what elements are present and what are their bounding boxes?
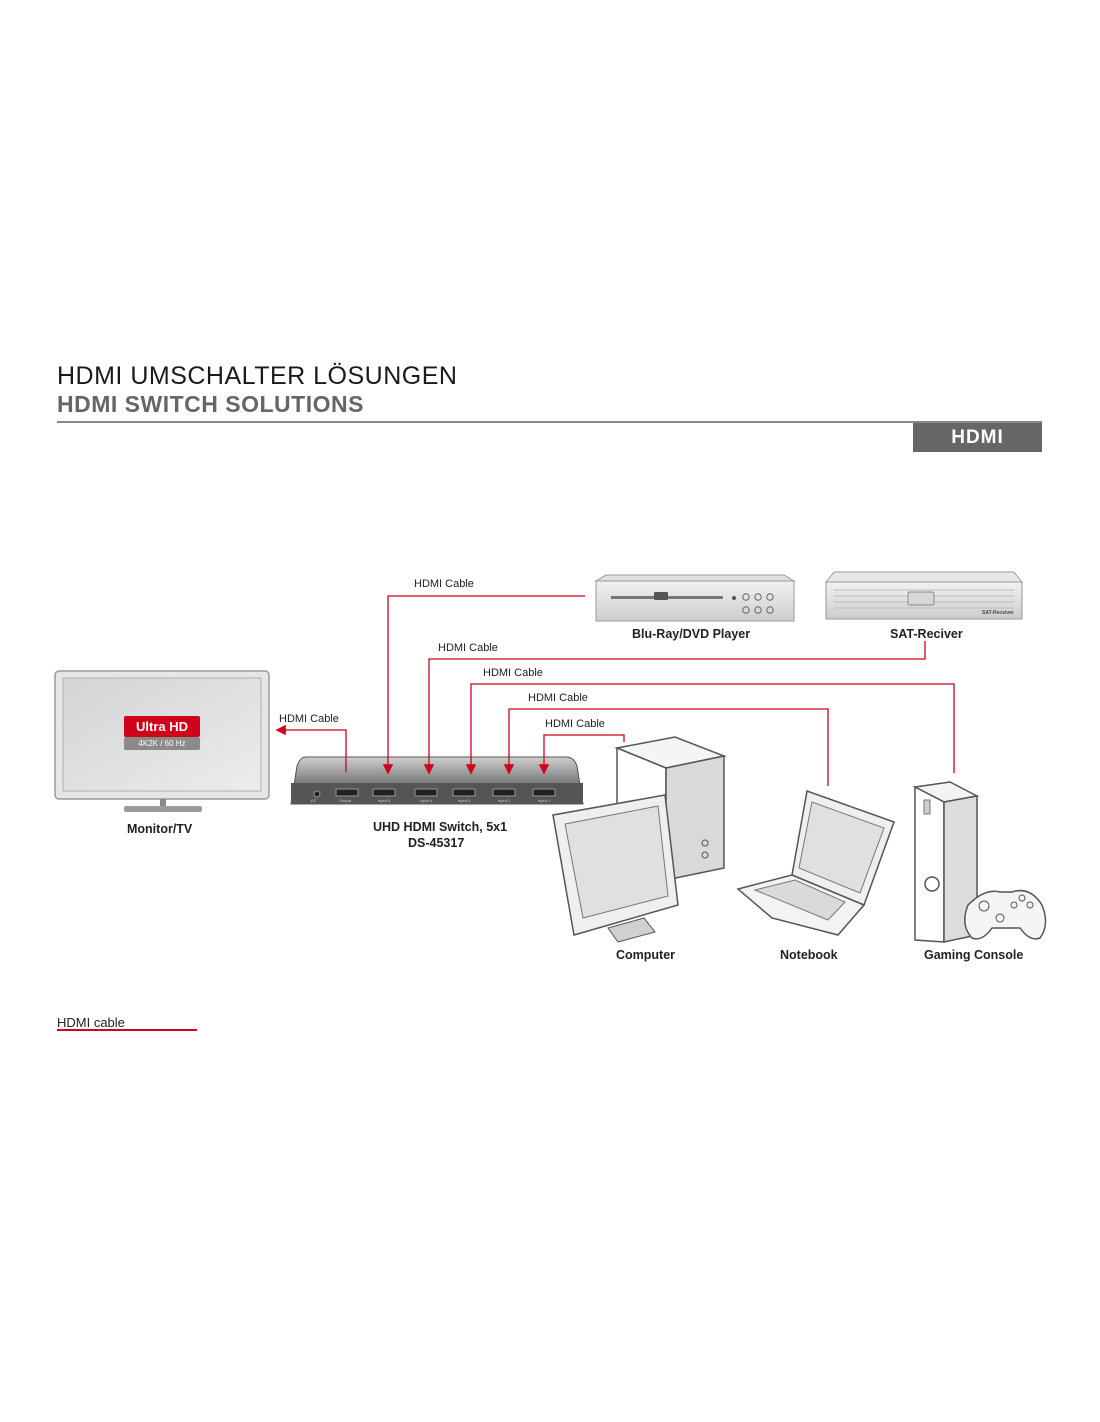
label-computer: Computer [616,948,676,962]
gaming-console-icon [912,781,1047,943]
title-divider [57,421,1042,423]
cable-label-notebook: HDMI Cable [528,692,588,704]
cable-label-computer: HDMI Cable [545,718,605,730]
hdmi-tab: HDMI [913,423,1042,452]
switch-port-output: Output [339,798,352,803]
cable-console-to-input3 [465,683,955,775]
cable-sat-to-input4 [423,641,926,775]
switch-port-dc: DC [311,798,317,803]
cable-computer-to-input1 [538,734,625,775]
label-notebook: Notebook [780,948,838,962]
page-title-en: HDMI SWITCH SOLUTIONS [57,391,364,417]
hdmi-cables [275,595,955,786]
legend-label: HDMI cable [57,1015,125,1030]
ultra-hd-badge: Ultra HD [135,719,188,734]
label-console: Gaming Console [924,948,1024,962]
monitor-tv-icon [54,670,270,812]
cable-label-console: HDMI Cable [483,667,543,679]
switch-port-input3: Input 3 [458,798,471,803]
label-sat: SAT-Reciver [890,627,963,641]
cable-label-tv: HDMI Cable [279,713,339,725]
sat-receiver-icon [824,571,1024,620]
ultra-hd-badge-sub: 4K2K / 60 Hz [138,739,186,748]
cable-notebook-to-input2 [503,708,829,786]
switch-port-input1: Input 1 [538,798,551,803]
cable-label-bluray: HDMI Cable [414,578,474,590]
switch-port-input4: Input 4 [420,798,433,803]
cable-output-to-tv [275,724,347,772]
computer-icon [552,736,727,943]
page-title-de: HDMI UMSCHALTER LÖSUNGEN [57,362,458,390]
label-monitor: Monitor/TV [127,822,193,836]
label-switch-name: UHD HDMI Switch, 5x1 [373,820,508,834]
cable-bluray-to-input5 [382,595,585,775]
hdmi-switch-icon [290,756,584,805]
switch-port-input5: Input 5 [378,798,391,803]
label-bluray: Blu-Ray/DVD Player [632,627,751,641]
bluray-player-icon [594,574,796,622]
legend-line [57,1029,197,1031]
notebook-icon [736,789,895,936]
switch-port-input2: Input 2 [498,798,511,803]
label-switch-model: DS-45317 [408,836,465,850]
cable-label-sat: HDMI Cable [438,642,498,654]
sat-panel-text: SAT-Receiver [982,610,1014,616]
